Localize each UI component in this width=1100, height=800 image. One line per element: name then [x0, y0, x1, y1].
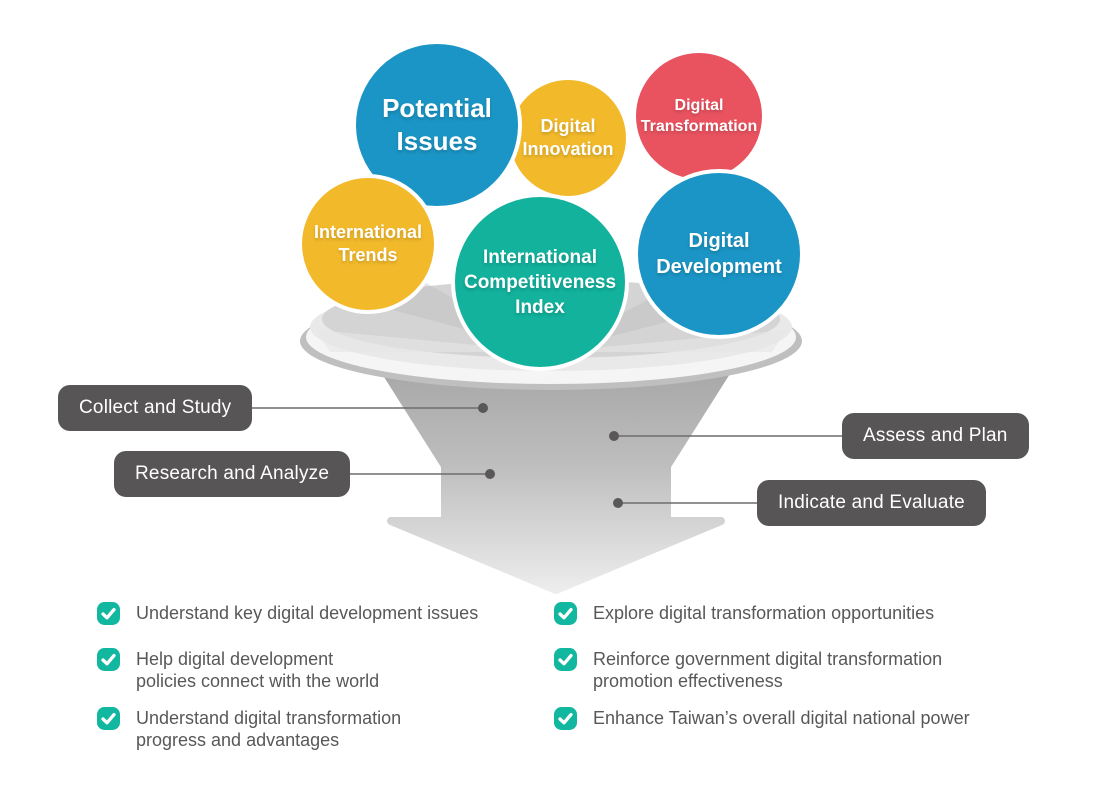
outcome-text: Reinforce government digital transformat… [593, 649, 943, 691]
outcome-item: Understand digital transformation progre… [97, 707, 401, 751]
check-icon [554, 648, 577, 671]
circle-international-trends: International Trends [298, 174, 438, 314]
outcome-text: Understand digital transformation progre… [136, 708, 402, 750]
step-label-indicate-and-evaluate: Indicate and Evaluate [757, 480, 986, 526]
outcome-text: Understand key digital development issue… [136, 603, 479, 623]
step-label-collect-and-study: Collect and Study [58, 385, 253, 431]
funnel-arrow-shape [374, 356, 738, 594]
check-icon [554, 707, 577, 730]
outcome-text: Enhance Taiwan’s overall digital nationa… [593, 708, 970, 728]
check-icon [97, 648, 120, 671]
check-icon [554, 602, 577, 625]
circle-digital-innovation: Digital Innovation [506, 76, 630, 200]
check-icon [97, 707, 120, 730]
outcome-text: Explore digital transformation opportuni… [593, 603, 935, 623]
outcome-item: Help digital development policies connec… [97, 648, 379, 692]
circle-international-competitiveness-index: International Competitiveness Index [451, 193, 629, 371]
step-label-assess-and-plan: Assess and Plan [842, 413, 1029, 459]
outcome-item: Explore digital transformation opportuni… [554, 602, 934, 625]
outcome-text: Help digital development policies connec… [136, 649, 380, 691]
outcome-item: Reinforce government digital transformat… [554, 648, 942, 692]
step-label-research-and-analyze: Research and Analyze [114, 451, 351, 497]
check-icon [97, 602, 120, 625]
outcome-item: Enhance Taiwan’s overall digital nationa… [554, 707, 970, 730]
outcome-item: Understand key digital development issue… [97, 602, 478, 625]
circle-digital-development: Digital Development [634, 169, 804, 339]
circle-digital-transformation: Digital Transformation [632, 49, 766, 183]
